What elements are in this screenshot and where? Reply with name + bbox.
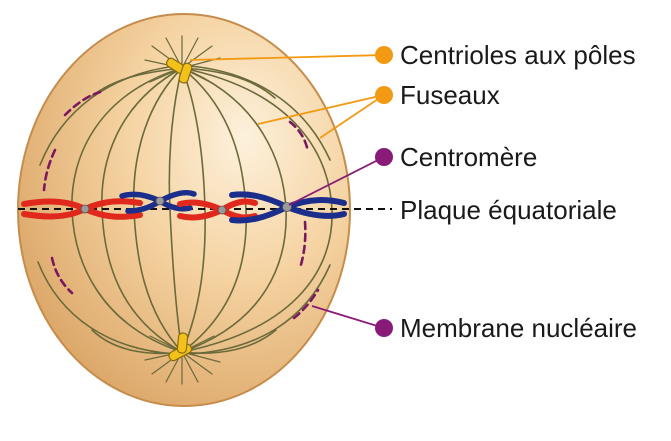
callout-lines xyxy=(189,54,385,329)
label-membrane-nucleaire: Membrane nucléaire xyxy=(400,313,637,343)
callout-dot-fuseaux xyxy=(375,86,393,104)
label-fuseaux: Fuseaux xyxy=(400,80,500,110)
callout-dot-membrane xyxy=(375,319,393,337)
callout-dot-centromere xyxy=(375,148,393,166)
top-centriole xyxy=(165,57,193,84)
nuclear-membrane-fragments xyxy=(42,90,320,320)
label-plaque-equatoriale: Plaque équatoriale xyxy=(400,195,617,225)
label-centromere: Centromère xyxy=(400,142,537,172)
bottom-centriole xyxy=(168,332,193,362)
callout-dot-centrioles xyxy=(375,46,393,64)
label-centrioles: Centrioles aux pôles xyxy=(400,40,636,70)
bottom-aster-rays xyxy=(144,335,221,385)
